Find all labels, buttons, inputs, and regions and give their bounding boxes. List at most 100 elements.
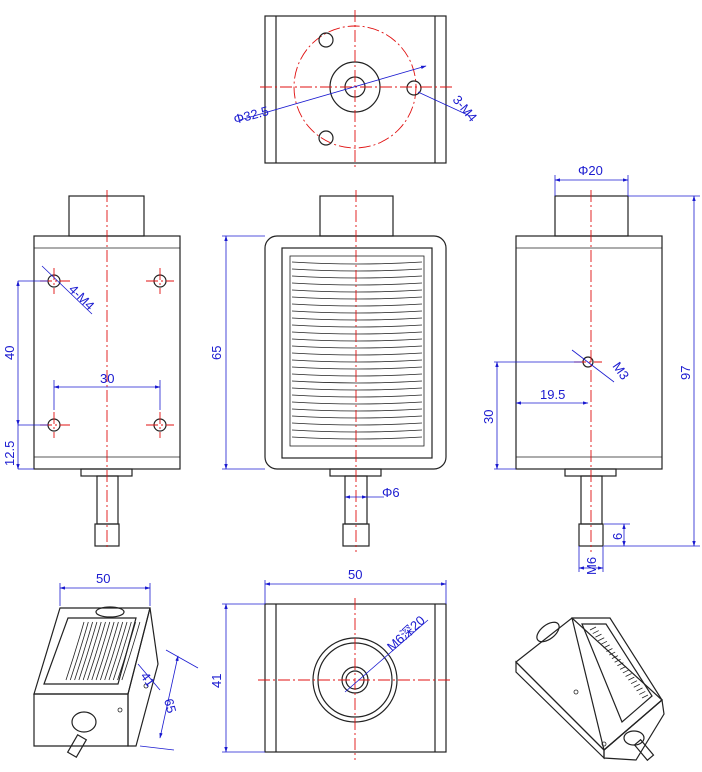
iso-right-winding xyxy=(630,680,638,685)
iso-coil-winding xyxy=(91,621,111,681)
iso-right-winding xyxy=(589,626,597,631)
right-view: Φ20 M3 19.5 30 97 6 M6 xyxy=(481,163,700,575)
left-view: 4-M4 40 12.5 30 xyxy=(2,190,181,550)
front-window xyxy=(281,247,433,459)
iso-coil-winding xyxy=(117,621,136,681)
iso-coil-winding xyxy=(69,621,89,681)
coil-winding xyxy=(291,352,423,356)
coil-winding xyxy=(291,373,423,377)
iso-window xyxy=(43,617,137,685)
iso-coil-winding xyxy=(104,621,124,681)
right-collar xyxy=(564,468,617,477)
iso-right-boss xyxy=(536,621,560,643)
coil-winding xyxy=(291,296,423,300)
mount-hole-2 xyxy=(406,80,422,96)
dim-front-65: 65 xyxy=(209,346,224,360)
iso-right-winding xyxy=(608,651,616,656)
left-collar xyxy=(80,468,133,477)
dim-right-m6: M6 xyxy=(584,557,599,575)
dim-right-30: 30 xyxy=(481,410,496,424)
dim-right-195: 19.5 xyxy=(540,387,565,402)
right-boss xyxy=(554,195,629,237)
coil-winding xyxy=(291,380,423,384)
iso-right-winding xyxy=(595,633,602,638)
iso-right-window xyxy=(581,623,653,724)
iso-right-winding xyxy=(606,648,613,652)
iso-right-winding xyxy=(619,666,627,670)
top-view: Φ32.5 3-M4 xyxy=(232,10,480,170)
mount-hole-1 xyxy=(318,32,334,48)
iso-right-winding xyxy=(625,673,632,677)
coil-winding xyxy=(291,331,423,335)
iso-coil-winding xyxy=(65,621,85,681)
iso-right-winding xyxy=(636,687,643,692)
coil-winding xyxy=(291,303,423,307)
coil-winding xyxy=(291,359,423,363)
coil-winding xyxy=(291,268,423,272)
iso-right-winding xyxy=(600,640,608,645)
right-shaft xyxy=(580,475,603,525)
coil-winding xyxy=(291,415,423,419)
dim-left-40: 40 xyxy=(2,346,17,360)
dim-bottom-m6: M6深20 xyxy=(384,613,428,655)
iso-right-winding xyxy=(592,630,599,634)
iso-coil-winding xyxy=(74,621,93,681)
iso-right-winding xyxy=(598,637,605,642)
iso-right-shaft xyxy=(633,738,655,762)
iso-coil-winding xyxy=(112,621,132,681)
iso-coil-winding xyxy=(121,621,141,681)
dim-left-30: 30 xyxy=(100,371,114,386)
left-shaft xyxy=(96,475,119,525)
dim-right-6: 6 xyxy=(610,533,625,540)
coil-winding xyxy=(291,387,423,391)
front-boss xyxy=(319,195,394,237)
iso-coil-winding xyxy=(82,621,102,681)
iso-right-end-face xyxy=(603,698,665,761)
iso-coil-winding xyxy=(108,621,128,681)
coil-winding xyxy=(291,429,423,433)
coil-winding xyxy=(291,310,423,314)
iso-coil-winding xyxy=(100,621,119,681)
dim-bottom-41: 41 xyxy=(209,674,224,688)
coil-winding xyxy=(291,422,423,426)
dim-right-m3: M3 xyxy=(610,359,633,382)
iso-right-winding xyxy=(639,691,646,695)
iso-front-face xyxy=(33,693,129,747)
dim-iso-41: 41 xyxy=(138,669,159,689)
coil-winding xyxy=(291,345,423,349)
dim-right-phi20: Φ20 xyxy=(578,163,603,178)
dim-left-125: 12.5 xyxy=(2,441,17,466)
coil-winding xyxy=(291,436,423,440)
coil-winding xyxy=(291,289,423,293)
iso-right-winding xyxy=(633,683,640,688)
coil-winding xyxy=(291,317,423,321)
dim-bottom-50: 50 xyxy=(348,567,362,582)
iso-shaft-boss xyxy=(71,711,97,733)
front-collar xyxy=(329,468,382,477)
bottom-view: 50 41 M6深20 xyxy=(209,567,452,760)
iso-coil-winding xyxy=(95,621,115,681)
mount-hole-3 xyxy=(318,130,334,146)
coil-winding xyxy=(291,394,423,398)
iso-coil-windings xyxy=(65,621,141,681)
dim-iso-50: 50 xyxy=(96,571,110,586)
coil-winding xyxy=(291,408,423,412)
iso-coil-winding xyxy=(78,621,98,681)
iso-right-winding xyxy=(614,658,621,663)
front-coil xyxy=(289,255,425,447)
dim-left-holes: 4-M4 xyxy=(66,282,98,314)
iso-view-right xyxy=(515,617,665,762)
right-body xyxy=(515,235,663,470)
top-view-body xyxy=(264,15,447,164)
coil-winding xyxy=(291,366,423,370)
coil-winding xyxy=(291,282,423,286)
iso-coil-winding xyxy=(87,621,106,681)
iso-right-shaft-boss xyxy=(623,730,645,746)
iso-right-winding xyxy=(603,644,610,649)
iso-right-winding xyxy=(617,662,624,667)
dim-right-97: 97 xyxy=(678,366,693,380)
bottom-body xyxy=(264,603,447,753)
iso-right-face xyxy=(127,607,159,747)
coil-winding xyxy=(291,324,423,328)
